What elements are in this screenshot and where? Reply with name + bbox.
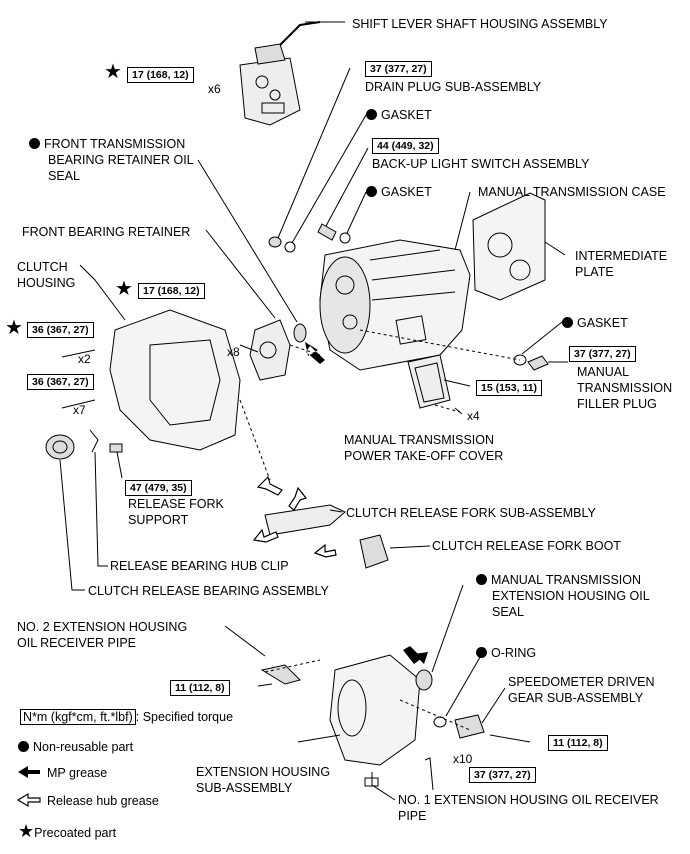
count-x6: x6 — [208, 82, 221, 96]
hub-grease-arrow-3 — [252, 528, 279, 543]
label-intermediate-plate-1: INTERMEDIATE — [575, 249, 668, 263]
label-no1-pipe-1: NO. 1 EXTENSION HOUSING OIL RECEIVER — [398, 793, 659, 807]
label-backup-light: BACK-UP LIGHT SWITCH ASSEMBLY — [372, 157, 590, 171]
label-ext-oil-seal-1: MANUAL TRANSMISSION — [476, 573, 641, 588]
label-clutch-release-bearing: CLUTCH RELEASE BEARING ASSEMBLY — [88, 584, 329, 598]
clutch-housing-drawing — [61, 264, 271, 481]
shift-lever-housing-drawing — [239, 21, 345, 126]
legend-non-reusable: Non-reusable part — [18, 740, 133, 754]
label-shift-lever: SHIFT LEVER SHAFT HOUSING ASSEMBLY — [352, 17, 608, 31]
label-filler-plug-2: TRANSMISSION — [577, 381, 673, 395]
label-filler-plug-1: MANUAL — [577, 365, 630, 379]
legend-torque-box: N*m (kgf*cm, ft.*lbf) — [20, 709, 136, 725]
non-reusable-dot-icon — [476, 647, 487, 658]
label-clutch-release-fork: CLUTCH RELEASE FORK SUB-ASSEMBLY — [346, 506, 596, 520]
mp-grease-arrow — [305, 342, 325, 364]
torque-box: 17 (168, 12) — [138, 283, 205, 299]
pto-cover-drawing — [407, 354, 471, 415]
label-release-bearing-hub-clip: RELEASE BEARING HUB CLIP — [110, 559, 289, 573]
count-x2: x2 — [78, 352, 91, 366]
mp-grease-arrow-2 — [403, 646, 428, 664]
hub-grease-arrow-1 — [256, 475, 283, 496]
label-gasket-1: GASKET — [366, 108, 432, 123]
transmission-case-drawing — [319, 191, 471, 371]
label-pto-cover-1: MANUAL TRANSMISSION — [344, 433, 495, 447]
label-speedometer-2: GEAR SUB-ASSEMBLY — [508, 691, 644, 705]
torque-box: 37 (377, 27) — [469, 767, 536, 783]
legend-hub-grease: Release hub grease — [47, 794, 159, 808]
release-bearing-drawing — [45, 429, 123, 591]
count-x8: x8 — [227, 345, 240, 359]
intermediate-plate-drawing — [472, 192, 566, 301]
non-reusable-dot-icon — [366, 186, 377, 197]
legend-torque-text: : Specified torque — [135, 710, 234, 724]
legend-mp-arrow-shape — [18, 766, 40, 778]
legend-mp-grease: MP grease — [47, 766, 108, 780]
legend-torque: N*m (kgf*cm, ft.*lbf): Specified torque — [20, 709, 234, 725]
label-front-oil-seal-2: BEARING RETAINER OIL — [48, 153, 194, 167]
label-ext-oil-seal-3: SEAL — [492, 605, 524, 619]
front-bearing-retainer-drawing — [197, 159, 321, 381]
label-front-bearing-retainer: FRONT BEARING RETAINER — [22, 225, 191, 239]
label-pto-cover-2: POWER TAKE-OFF COVER — [344, 449, 504, 463]
torque-box: 11 (112, 8) — [548, 735, 608, 751]
release-fork-drawing — [264, 504, 431, 569]
label-front-oil-seal-3: SEAL — [48, 169, 80, 183]
label-release-fork-support-2: SUPPORT — [128, 513, 189, 527]
hub-grease-arrow-2 — [288, 486, 308, 511]
torque-box: 47 (479, 35) — [125, 480, 192, 496]
label-ext-housing-2: SUB-ASSEMBLY — [196, 781, 293, 795]
label-clutch-release-fork-boot: CLUTCH RELEASE FORK BOOT — [432, 539, 621, 553]
count-x4: x4 — [467, 409, 480, 423]
non-reusable-dot-icon — [562, 317, 573, 328]
label-ext-oil-seal-2: EXTENSION HOUSING OIL — [492, 589, 650, 603]
count-x7: x7 — [73, 403, 86, 417]
torque-box: 36 (367, 27) — [27, 374, 94, 390]
non-reusable-dot-icon — [476, 574, 487, 585]
star-icon: ★ — [104, 61, 122, 83]
star-icon: ★ — [5, 317, 23, 339]
star-icon: ★ — [18, 821, 35, 841]
torque-box: 36 (367, 27) — [27, 322, 94, 338]
hub-grease-arrow-4 — [313, 543, 337, 558]
label-drain-plug: DRAIN PLUG SUB-ASSEMBLY — [365, 80, 542, 94]
label-clutch-housing-1: CLUTCH — [17, 260, 68, 274]
label-gasket-3: GASKET — [562, 316, 628, 331]
torque-box: 37 (377, 27) — [365, 61, 432, 77]
label-gasket-2: GASKET — [366, 185, 432, 200]
label-speedometer-1: SPEEDOMETER DRIVEN — [508, 675, 655, 689]
non-reusable-dot-icon — [366, 109, 377, 120]
label-release-fork-support-1: RELEASE FORK — [128, 497, 224, 511]
label-filler-plug-3: FILLER PLUG — [577, 397, 657, 411]
torque-box: 44 (449, 32) — [372, 138, 439, 154]
torque-box: 17 (168, 12) — [127, 67, 194, 83]
label-no2-pipe-1: NO. 2 EXTENSION HOUSING — [17, 620, 188, 634]
star-icon: ★ — [115, 278, 133, 300]
torque-box: 15 (153, 11) — [476, 380, 543, 396]
non-reusable-dot-icon — [29, 138, 40, 149]
extension-housing-drawing — [224, 584, 531, 801]
torque-box: 11 (112, 8) — [170, 680, 230, 696]
label-clutch-housing-2: HOUSING — [17, 276, 76, 290]
label-intermediate-plate-2: PLATE — [575, 265, 614, 279]
label-front-oil-seal-1: FRONT TRANSMISSION — [29, 137, 185, 152]
non-reusable-dot-icon — [18, 741, 29, 752]
label-no2-pipe-2: OIL RECEIVER PIPE — [17, 636, 137, 650]
count-x10: x10 — [453, 752, 473, 766]
label-no1-pipe-2: PIPE — [398, 809, 427, 823]
legend-precoated: ★Precoated part — [18, 821, 117, 841]
label-ext-housing-1: EXTENSION HOUSING — [196, 765, 331, 779]
label-o-ring: O-RING — [476, 646, 536, 661]
torque-box: 37 (377, 27) — [569, 346, 636, 362]
label-manual-case: MANUAL TRANSMISSION CASE — [478, 185, 666, 199]
legend-hub-arrow-shape — [16, 792, 41, 808]
